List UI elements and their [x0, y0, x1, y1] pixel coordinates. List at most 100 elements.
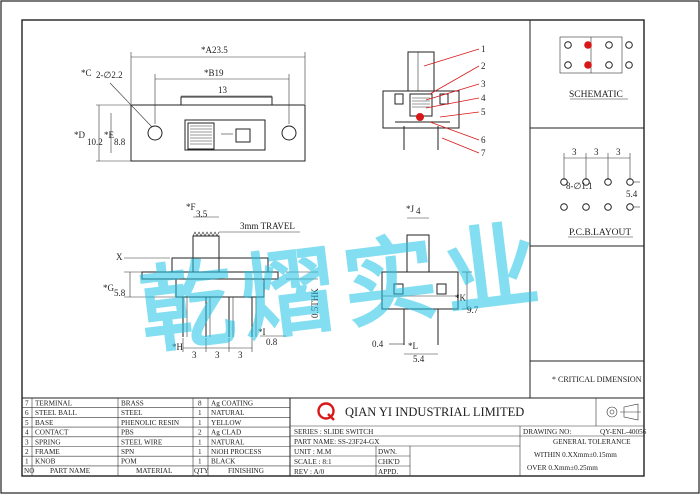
- pcb-pitch-1: 3: [572, 147, 577, 157]
- top-view-frame: [130, 104, 306, 162]
- appd-label: APPD.: [378, 468, 398, 476]
- bom-cell-no: 6: [25, 409, 29, 417]
- dim-b-label: *B19: [204, 68, 224, 78]
- bom-cell-finish: YELLOW: [211, 419, 242, 427]
- bom-cell-no: 2: [25, 448, 29, 456]
- dim-f-value: 3.5: [196, 209, 208, 219]
- rev-label: REV : A/0: [294, 468, 325, 476]
- bom-header-finish: FINISHING: [228, 467, 264, 475]
- bom-cell-finish: Ag COATING: [211, 400, 253, 408]
- dim-f-label: *F: [186, 202, 196, 212]
- dim-13-label: 13: [218, 85, 228, 95]
- side-view-callout: 1 2 3 4 5 6 7: [382, 44, 486, 158]
- bom-cell-finish: NATURAL: [211, 409, 245, 417]
- callout-4: 4: [481, 93, 486, 103]
- bom-cell-material: POM: [121, 458, 137, 466]
- bom-cell-material: BRASS: [121, 400, 144, 408]
- bom-cell-no: 3: [25, 438, 29, 446]
- steel-ball: [416, 113, 424, 121]
- series-label: SERIES : SLIDE SWITCH: [294, 428, 373, 436]
- dim-j-value: 4: [416, 206, 421, 216]
- bom-cell-part: CONTACT: [35, 429, 69, 437]
- bom-cell-qty: 1: [198, 409, 202, 417]
- top-view: *A23.5 *B19 13 *C 2-∅2.2 *D 10.2 *E 8.8: [74, 45, 306, 162]
- callout-1: 1: [481, 44, 486, 54]
- mount-hole-right: [281, 125, 297, 141]
- front-base: [175, 278, 265, 298]
- front-pitch-1: 3: [192, 350, 197, 360]
- x-label: X: [116, 252, 123, 262]
- bom-cell-qty: 1: [198, 458, 202, 466]
- schematic-label: SCHEMATIC: [569, 90, 623, 100]
- bom-cell-no: 7: [25, 400, 29, 408]
- bom-cell-qty: 1: [198, 419, 202, 427]
- dim-k-value: 9.7: [467, 305, 479, 315]
- pcb-spacing-label: 5.4: [626, 189, 638, 199]
- bom-cell-material: STEEL: [121, 409, 143, 417]
- dim-l-label: *L: [408, 341, 418, 351]
- bom-cell-material: PBS: [121, 429, 134, 437]
- bom-header-qty: QTY: [194, 467, 210, 475]
- top-knob: [187, 122, 215, 150]
- tolerance-within: WITHIN 0.XXmm±0.15mm: [534, 451, 617, 459]
- bom-cell-finish: NATURAL: [211, 438, 245, 446]
- hole-diameter-label: 2-∅2.2: [96, 70, 123, 80]
- pcb-pitch-3: 3: [616, 147, 621, 157]
- company-logo: [317, 402, 335, 420]
- scale-label: SCALE : 8:1: [294, 458, 332, 466]
- side-view: *J 4 *K 9.7 0.4 *L 5.4: [372, 204, 479, 364]
- bom-cell-material: PHENOLIC RESIN: [121, 419, 180, 427]
- bom-cell-material: STEEL WIRE: [121, 438, 163, 446]
- pcb-layout: 3 3 3 8-∅1.1 5.4 P.C.B.LAYOUT: [560, 147, 640, 238]
- bom-cell-part: SPRING: [35, 438, 61, 446]
- title-block: QIAN YI INDUSTRIAL LIMITED SERIES : SLID…: [289, 397, 647, 477]
- dim-g-value: 5.8: [114, 288, 126, 298]
- dim-e-value: 8.8: [114, 137, 126, 147]
- front-pitch-2: 3: [215, 350, 220, 360]
- bom-cell-part: BASE: [35, 419, 54, 427]
- bom-cell-no: 4: [25, 429, 29, 437]
- dim-i-label: *I: [258, 327, 266, 337]
- pcb-layout-label: P.C.B.LAYOUT: [569, 228, 631, 238]
- dim-c-label: *C: [81, 68, 92, 78]
- bom-cell-finish: NiOH PROCESS: [211, 448, 262, 456]
- bom-cell-qty: 8: [198, 400, 202, 408]
- dim-i-value: 0.8: [266, 337, 278, 347]
- schematic: SCHEMATIC: [559, 36, 633, 100]
- bom-cell-part: FRAME: [35, 448, 60, 456]
- chkd-label: CHK'D: [378, 458, 400, 466]
- bom-cell-finish: BLACK: [211, 458, 236, 466]
- callout-3: 3: [481, 79, 486, 89]
- callout-6: 6: [481, 135, 486, 145]
- bom-cell-qty: 2: [198, 429, 202, 437]
- callout-7: 7: [481, 148, 486, 158]
- dim-h-label: *H: [172, 342, 184, 352]
- bom-cell-qty: 1: [198, 448, 202, 456]
- dim-d-label: *D: [74, 130, 86, 140]
- bom-cell-no: 5: [25, 419, 29, 427]
- travel-label: 3mm TRAVEL: [240, 221, 295, 231]
- bom-cell-material: SPN: [121, 448, 135, 456]
- bom-header-part: PART NAME: [50, 467, 91, 475]
- dim-l-value: 5.4: [413, 354, 425, 364]
- drawing-no-value: QY-ENL-40056: [600, 428, 647, 436]
- bom-cell-part: STEEL BALL: [35, 409, 77, 417]
- top-slot: [184, 119, 266, 151]
- bom-cell-finish: Ag CLAD: [211, 429, 241, 437]
- front-view: *F 3.5 3mm TRAVEL X *G 5.8 0.5THK 3 3 3 …: [103, 202, 320, 360]
- callout-2: 2: [481, 61, 486, 71]
- bom-cell-qty: 1: [198, 438, 202, 446]
- dim-d-value: 10.2: [87, 137, 103, 147]
- thickness-label: 0.5THK: [310, 288, 320, 318]
- tolerance-over: OVER 0.Xmm±0.25mm: [527, 464, 598, 472]
- mount-hole-left: [147, 125, 163, 141]
- callout-5: 5: [481, 107, 486, 117]
- dim-a-label: *A23.5: [201, 45, 228, 55]
- bom-cell-no: 1: [25, 458, 29, 466]
- bom-header-material: MATERIAL: [136, 467, 172, 475]
- bom-cell-part: KNOB: [35, 458, 56, 466]
- front-pitch-3: 3: [238, 350, 243, 360]
